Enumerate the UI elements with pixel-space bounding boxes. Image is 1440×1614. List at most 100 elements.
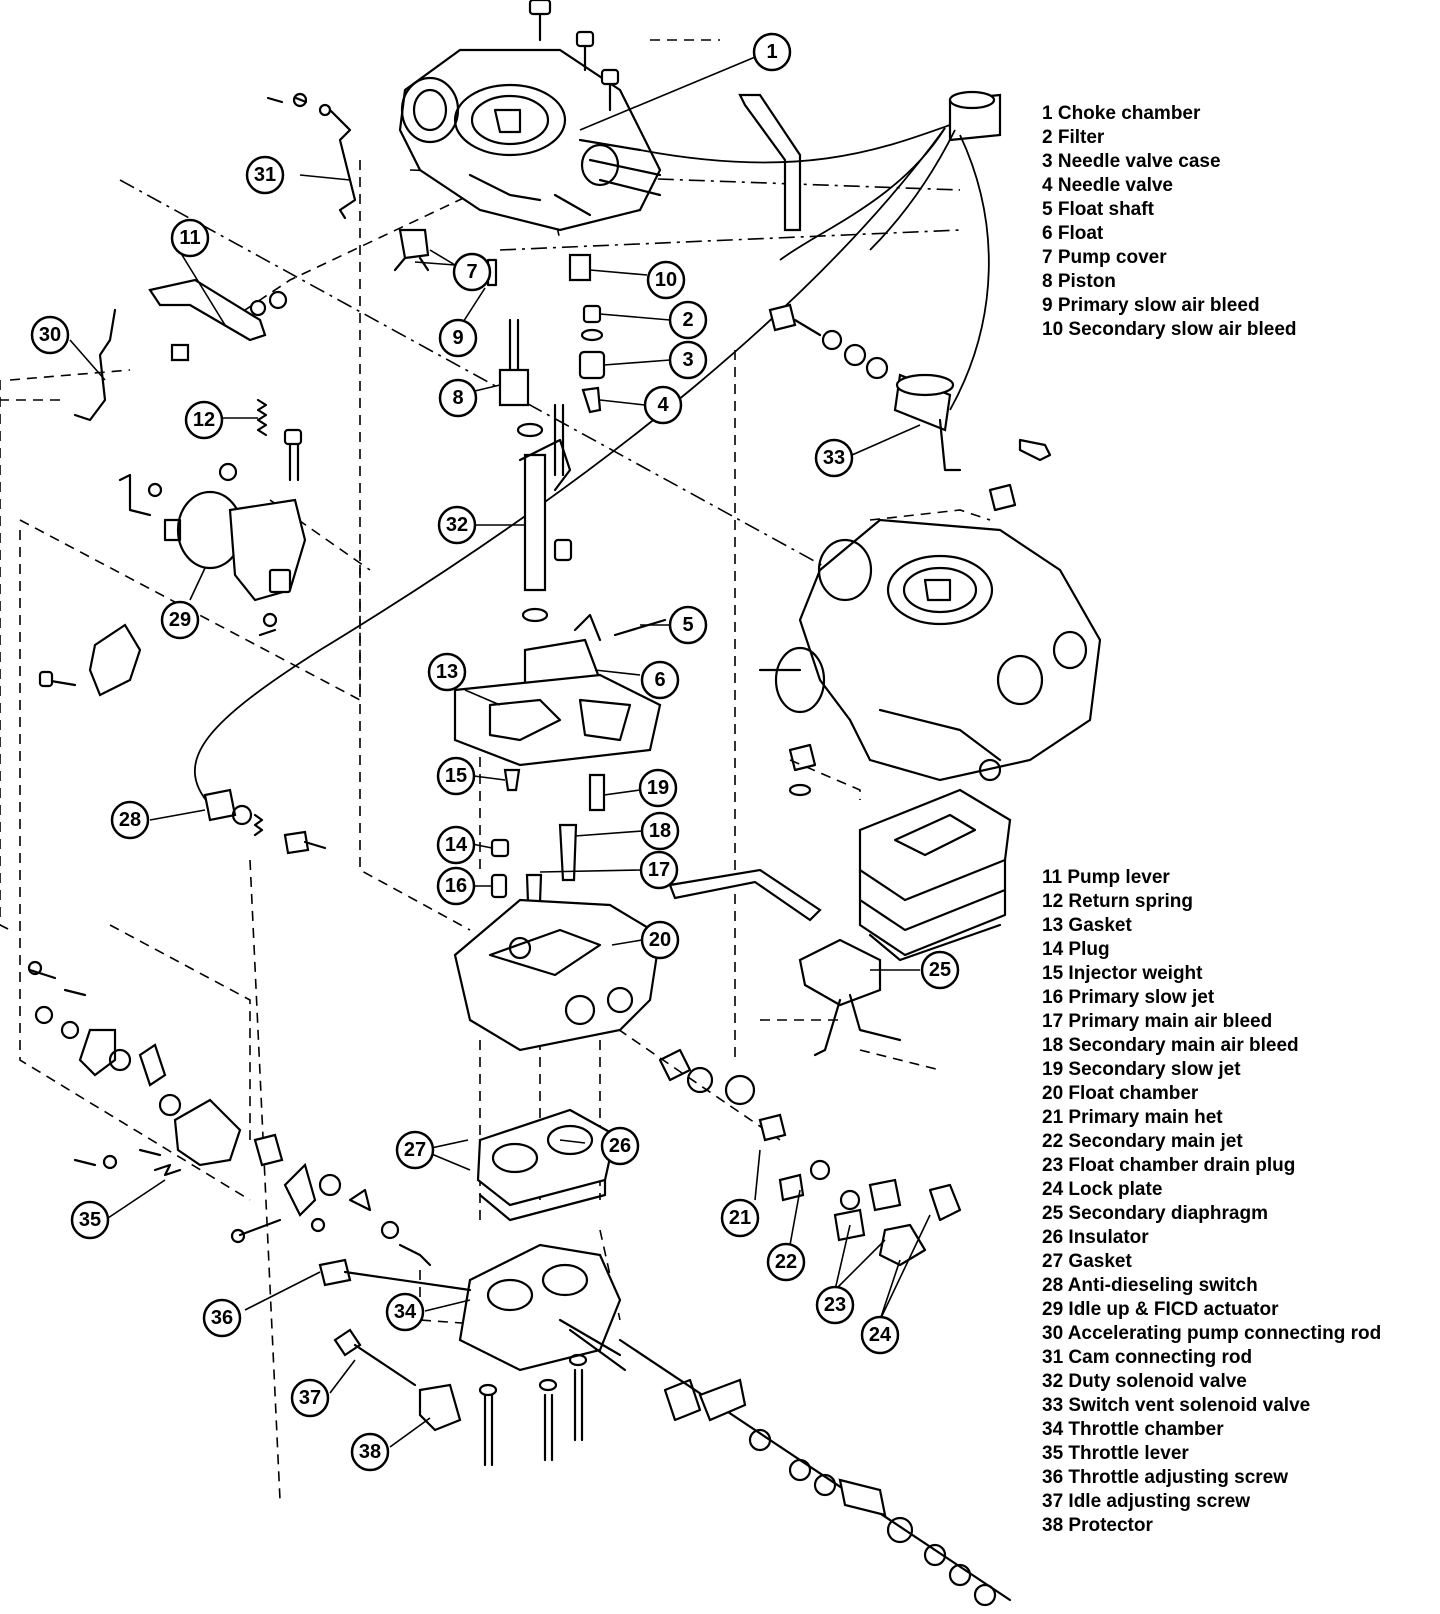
svg-text:26: 26 — [609, 1135, 631, 1157]
callout-10: 10 — [646, 260, 686, 300]
filter-part — [582, 304, 602, 324]
svg-text:24: 24 — [869, 1324, 892, 1346]
legend-item: 26 Insulator — [1042, 1227, 1149, 1248]
svg-text:6: 6 — [654, 669, 665, 691]
legend-item: 10 Secondary slow air bleed — [1042, 319, 1297, 340]
legend-item: 5 Float shaft — [1042, 199, 1154, 220]
drain-plug-parts — [658, 1048, 962, 1267]
legend-item: 24 Lock plate — [1042, 1179, 1163, 1200]
svg-text:19: 19 — [647, 777, 669, 799]
connector-plug — [193, 90, 1002, 806]
legend-item: 3 Needle valve case — [1042, 151, 1221, 172]
legend-item: 28 Anti-dieseling switch — [1042, 1275, 1258, 1296]
callout-22: 22 — [766, 1242, 806, 1282]
svg-text:10: 10 — [655, 269, 677, 291]
callout-2: 2 — [668, 300, 708, 340]
svg-text:7: 7 — [466, 261, 477, 283]
primary-slow-jet-part — [490, 873, 508, 899]
svg-text:28: 28 — [119, 809, 141, 831]
legend-item: 38 Protector — [1042, 1515, 1153, 1536]
callout-18: 18 — [640, 811, 680, 851]
svg-text:27: 27 — [404, 1139, 426, 1161]
callout-21: 21 — [720, 1198, 760, 1238]
callout-17: 17 — [639, 850, 679, 890]
callout-6: 6 — [640, 660, 680, 700]
callout-24: 24 — [860, 1315, 900, 1355]
legend-item: 9 Primary slow air bleed — [1042, 295, 1260, 316]
legend-item: 25 Secondary diaphragm — [1042, 1203, 1268, 1224]
callout-37: 37 — [290, 1378, 330, 1418]
legend-item: 31 Cam connecting rod — [1042, 1347, 1253, 1368]
svg-text:18: 18 — [649, 820, 671, 842]
throttle-adjusting-screw-part — [318, 1258, 472, 1292]
duty-solenoid-valve-part — [518, 403, 573, 623]
assembled-carburetor — [758, 483, 1102, 962]
throttle-linkage-parts — [230, 1162, 432, 1267]
svg-text:29: 29 — [169, 609, 191, 631]
svg-text:34: 34 — [394, 1301, 417, 1323]
diaphragm-hose — [668, 868, 822, 922]
return-spring-part — [256, 398, 303, 482]
float-shaft-part — [613, 618, 667, 637]
throttle-lever-part — [27, 960, 284, 1177]
legend-item: 4 Needle valve — [1042, 175, 1173, 196]
bracket-part — [38, 623, 142, 697]
svg-text:11: 11 — [179, 227, 200, 249]
gasket-top-part — [453, 673, 662, 767]
svg-text:8: 8 — [452, 387, 463, 409]
legend-item: 23 Float chamber drain plug — [1042, 1155, 1296, 1176]
callout-15: 15 — [436, 756, 476, 796]
pump-lever-part — [148, 278, 288, 342]
svg-text:20: 20 — [649, 929, 671, 951]
callout-36: 36 — [202, 1298, 242, 1338]
legend-item: 20 Float chamber — [1042, 1083, 1199, 1104]
callout-33: 33 — [814, 438, 854, 478]
legend-item: 21 Primary main het — [1042, 1107, 1223, 1128]
callout-7: 7 — [452, 252, 492, 292]
callout-34: 34 — [385, 1292, 425, 1332]
svg-text:32: 32 — [446, 514, 468, 536]
idle-adjusting-screw-part — [333, 1328, 417, 1387]
throttle-spring-chain — [618, 1338, 1012, 1607]
callout-38: 38 — [350, 1432, 390, 1472]
idle-up-ficd-actuator-part — [118, 462, 307, 637]
svg-text:33: 33 — [823, 447, 845, 469]
protector-part — [418, 1383, 462, 1432]
callout-26: 26 — [600, 1126, 640, 1166]
legend-item: 15 Injector weight — [1042, 963, 1203, 984]
parts-legend-top: 1 Choke chamber 2 Filter 3 Needle valve … — [1042, 102, 1297, 342]
svg-text:30: 30 — [39, 324, 61, 346]
legend-item: 32 Duty solenoid valve — [1042, 1371, 1247, 1392]
top-screws — [528, 0, 620, 112]
callout-30: 30 — [30, 315, 70, 355]
insulator-gasket-part — [476, 1108, 617, 1222]
svg-text:5: 5 — [682, 614, 693, 636]
callout-29: 29 — [160, 600, 200, 640]
callout-3: 3 — [668, 340, 708, 380]
legend-item: 29 Idle up & FICD actuator — [1042, 1299, 1279, 1320]
callout-4: 4 — [643, 385, 683, 425]
legend-item: 36 Throttle adjusting screw — [1042, 1467, 1288, 1488]
svg-text:23: 23 — [824, 1294, 846, 1316]
legend-item: 13 Gasket — [1042, 915, 1132, 936]
legend-item: 37 Idle adjusting screw — [1042, 1491, 1251, 1512]
callout-5: 5 — [668, 605, 708, 645]
callout-1: 1 — [752, 32, 792, 72]
svg-text:37: 37 — [299, 1387, 321, 1409]
secondary-slow-jet-part — [588, 773, 606, 812]
callout-9: 9 — [438, 318, 478, 358]
callout-25: 25 — [920, 950, 960, 990]
legend-item: 16 Primary slow jet — [1042, 987, 1215, 1008]
callout-8: 8 — [438, 378, 478, 418]
svg-text:38: 38 — [359, 1441, 381, 1463]
legend-item: 14 Plug — [1042, 939, 1110, 960]
legend-item: 27 Gasket — [1042, 1251, 1132, 1272]
piston-part — [498, 318, 544, 438]
callout-28: 28 — [110, 800, 150, 840]
svg-text:35: 35 — [79, 1209, 101, 1231]
svg-text:31: 31 — [254, 164, 276, 186]
legend-item: 30 Accelerating pump connecting rod — [1042, 1323, 1382, 1344]
svg-text:22: 22 — [775, 1251, 797, 1273]
bottom-bolts — [478, 1353, 588, 1467]
